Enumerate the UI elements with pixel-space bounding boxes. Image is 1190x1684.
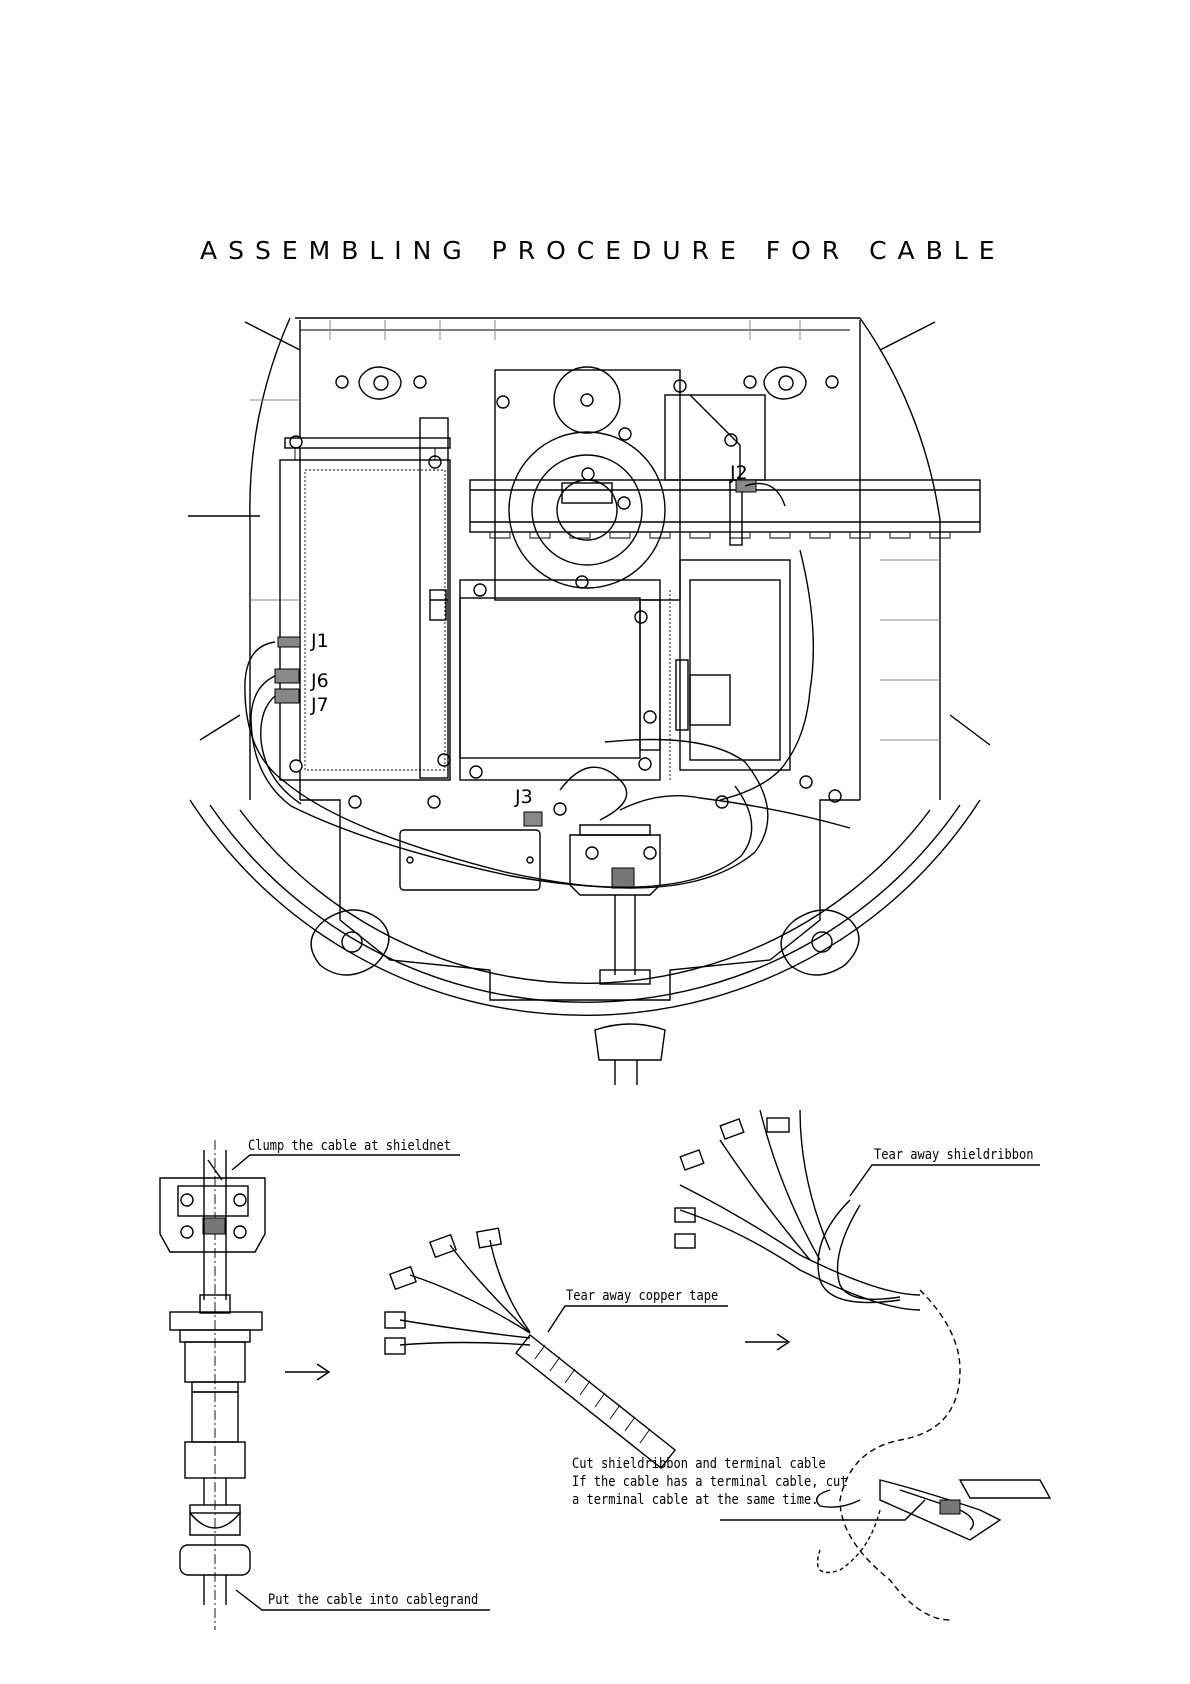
note-put-cable-into-grand: Put the cable into cablegrand: [268, 1592, 478, 1608]
note-cut-line-3: a terminal cable at the same time.: [572, 1492, 818, 1508]
note-cut-line-2: If the cable has a terminal cable, cut: [572, 1474, 847, 1490]
step3-shield-ribbon: [675, 1110, 1050, 1620]
note-tear-shieldribbon: Tear away shieldribbon: [874, 1147, 1033, 1163]
step2-copper-tape: [385, 1228, 728, 1468]
note-tear-copper-tape: Tear away copper tape: [566, 1288, 718, 1304]
note-cut-line-1: Cut shieldribbon and terminal cable: [572, 1456, 826, 1472]
step1-clamp-and-grand: [160, 1140, 490, 1630]
note-clamp-shieldnet: Clump the cable at shieldnet: [248, 1138, 451, 1154]
